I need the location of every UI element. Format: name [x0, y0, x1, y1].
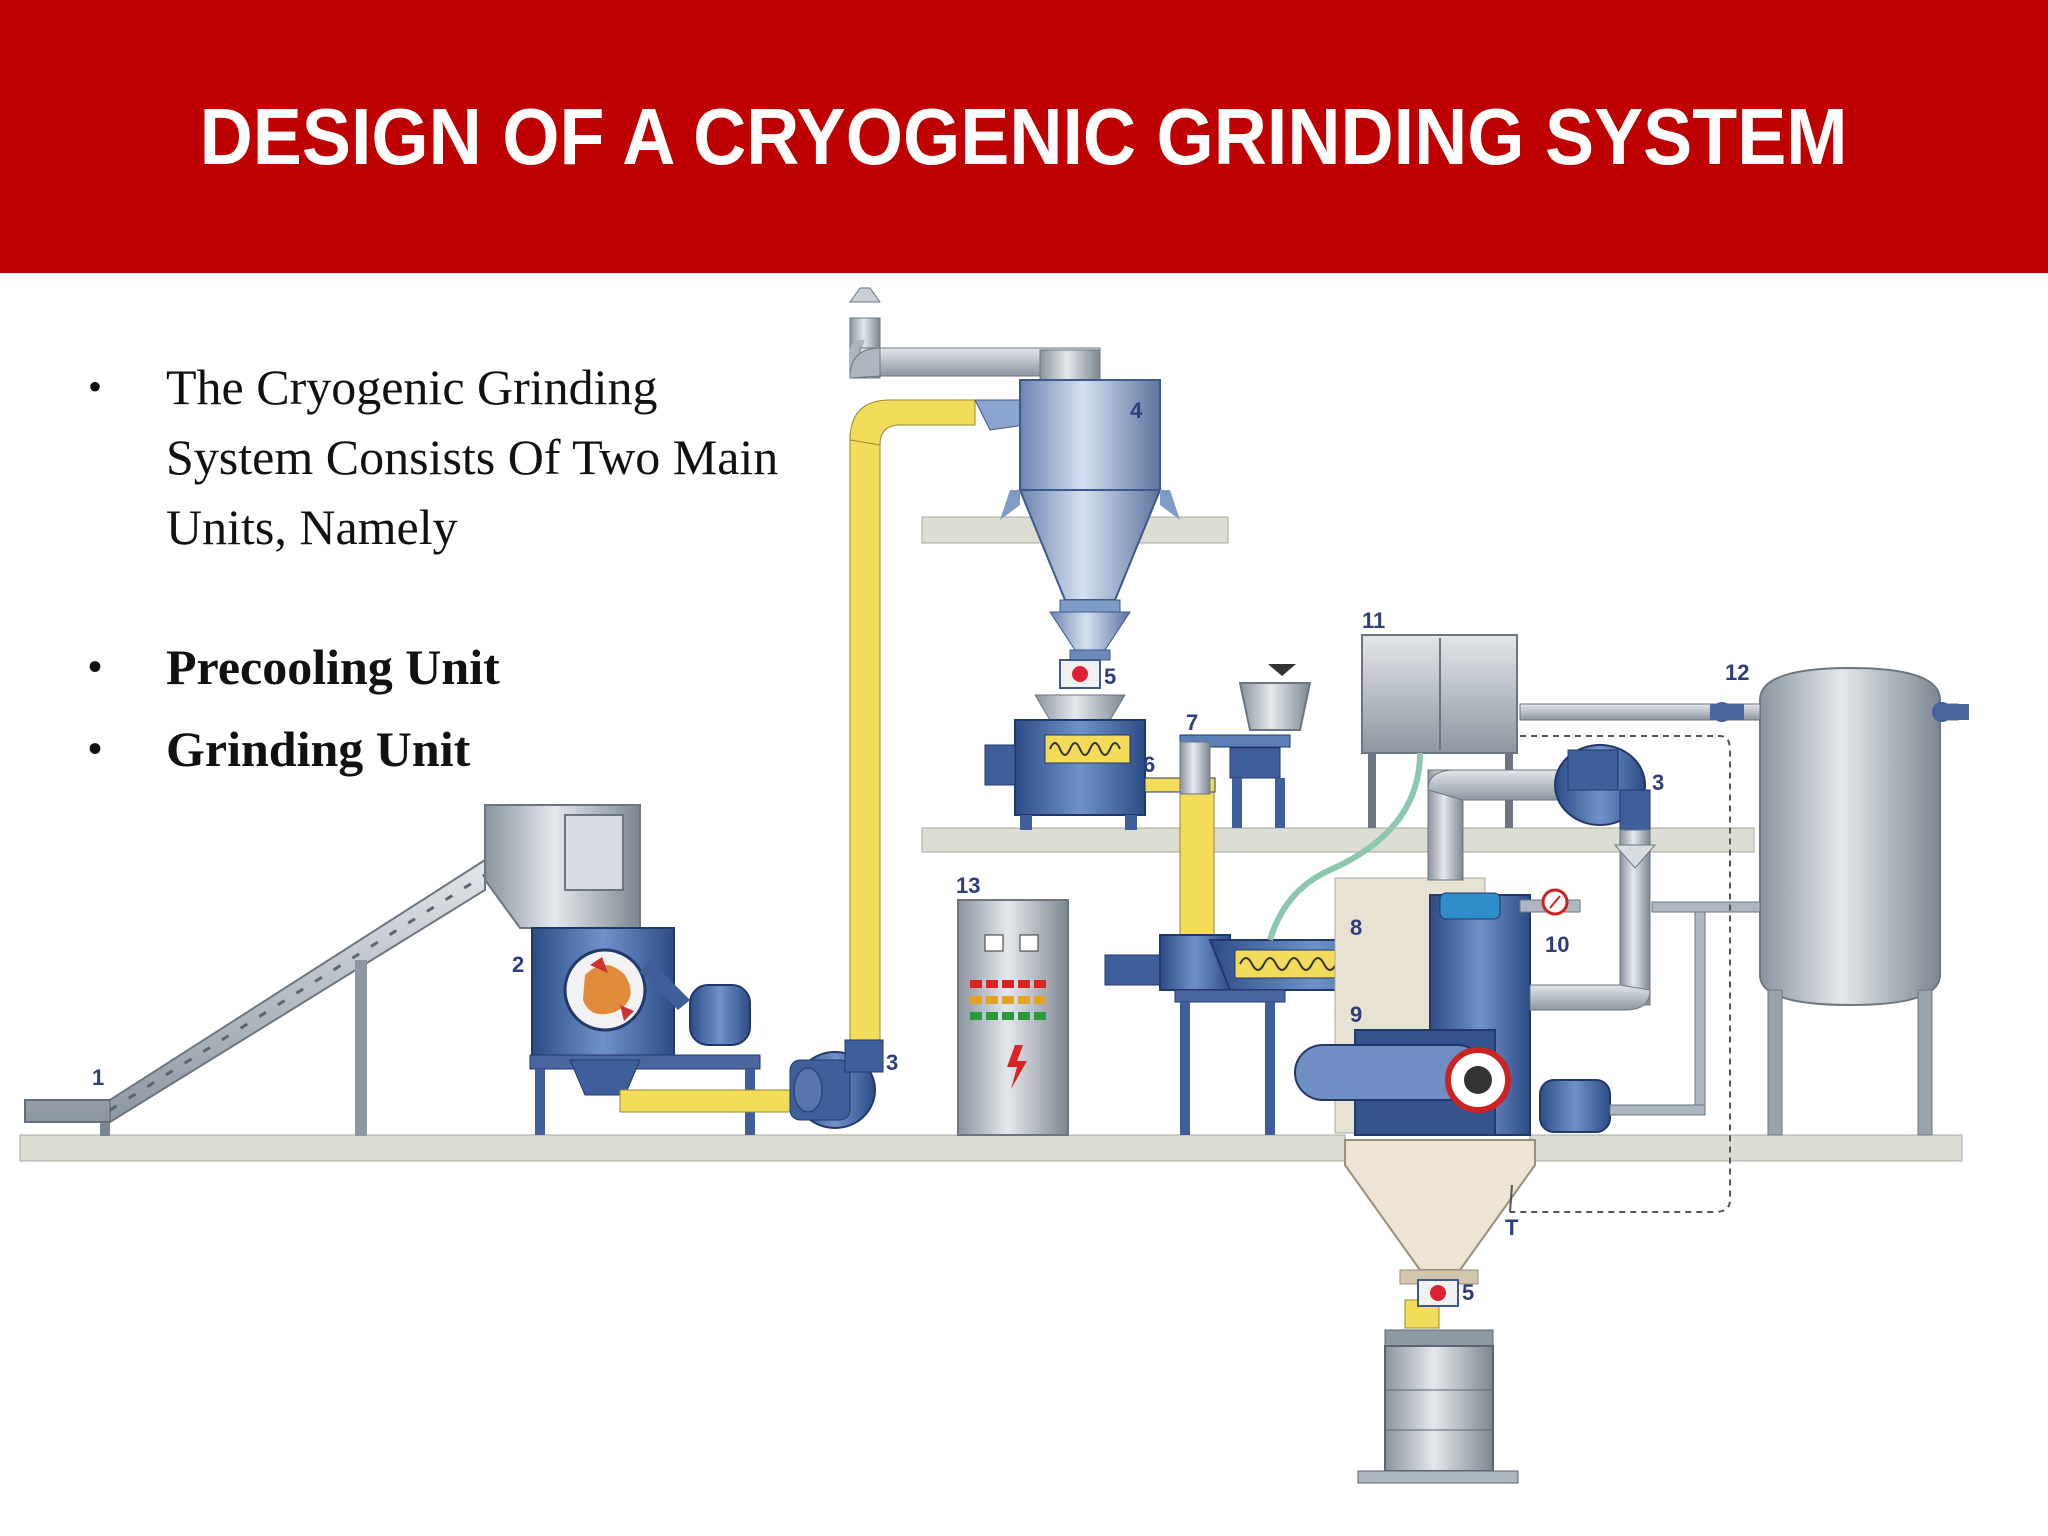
- intro-text: The Cryogenic Grinding System Consists O…: [166, 359, 779, 555]
- label-4: 4: [1130, 398, 1143, 423]
- bullet-dot: •: [88, 726, 103, 771]
- floor-platforms: [19, 516, 1963, 1162]
- label-t: T: [1505, 1215, 1519, 1240]
- label-3-upper: 3: [1652, 770, 1664, 795]
- bullet-dot: •: [88, 644, 103, 689]
- label-8: 8: [1350, 915, 1362, 940]
- page-title: DESIGN OF A CRYOGENIC GRINDING SYSTEM: [200, 91, 1848, 181]
- bullet-dot: •: [88, 364, 103, 409]
- label-9: 9: [1350, 1002, 1362, 1027]
- label-1: 1: [92, 1065, 104, 1090]
- liquid-nitrogen-tank: [1519, 666, 1969, 1136]
- screw-conveyor-upper: [984, 694, 1216, 830]
- feed-hopper: [1179, 664, 1312, 828]
- bullet-list: • The Cryogenic Grinding System Consists …: [80, 352, 780, 790]
- label-3-lower: 3: [886, 1050, 898, 1075]
- unit-label: Grinding Unit: [166, 721, 471, 777]
- label-2: 2: [512, 952, 524, 977]
- temperature-gauge: [1519, 888, 1581, 916]
- coolant-piping: [1509, 735, 1761, 1213]
- belt-conveyor: [24, 858, 486, 1136]
- bullet-intro: • The Cryogenic Grinding System Consists …: [80, 352, 780, 562]
- label-13: 13: [956, 873, 980, 898]
- grinding-system-diagram: 1 2 3 3 4 5 5 6 7 8 9 10 11 12 13 T: [19, 287, 1969, 1484]
- label-5-lower: 5: [1462, 1280, 1474, 1305]
- blower-fan-upper: [1427, 744, 1657, 1011]
- control-cabinet: [957, 899, 1069, 1136]
- product-drum: [1357, 1329, 1519, 1484]
- rotary-valve-lower: [1417, 1279, 1459, 1307]
- bullet-unit-grinding: • Grinding Unit: [80, 708, 780, 790]
- grinding-mill: [1294, 877, 1611, 1136]
- blower-fan-lower: [789, 1039, 884, 1129]
- label-7: 7: [1186, 710, 1198, 735]
- title-banner: DESIGN OF A CRYOGENIC GRINDING SYSTEM: [0, 0, 2048, 273]
- label-12: 12: [1725, 660, 1749, 685]
- rotary-valve-upper: [1059, 659, 1101, 689]
- label-10: 10: [1545, 932, 1569, 957]
- unit-label: Precooling Unit: [166, 639, 500, 695]
- nitrogen-control-box: [1267, 634, 1518, 941]
- pre-crusher: [484, 804, 761, 1135]
- yellow-pipes: [619, 399, 1440, 1329]
- label-5-upper: 5: [1104, 664, 1116, 689]
- bullet-unit-precooling: • Precooling Unit: [80, 626, 780, 708]
- label-11: 11: [1362, 608, 1385, 633]
- label-6: 6: [1143, 752, 1155, 777]
- diagram-number-labels: 1 2 3 3 4 5 5 6 7 8 9 10 11 12 13 T: [92, 398, 1749, 1305]
- cyclone-separator: [974, 349, 1180, 661]
